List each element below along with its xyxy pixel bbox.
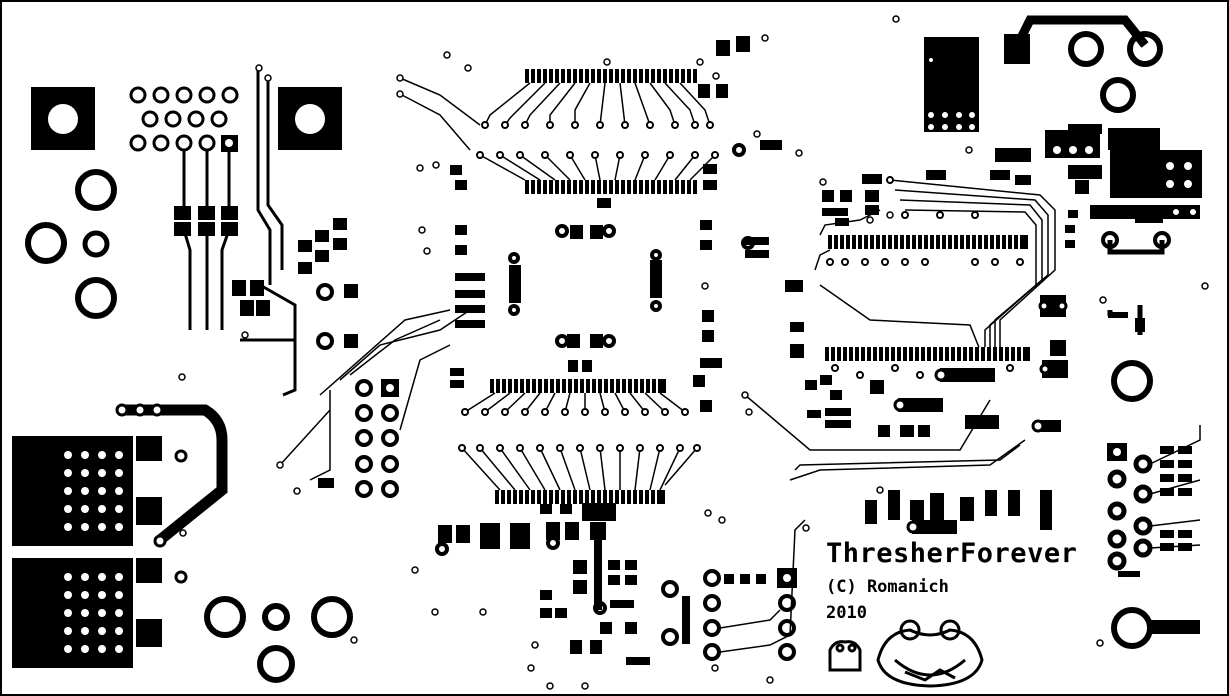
left-upper-connector <box>25 86 342 319</box>
ic-top-lower <box>476 151 719 194</box>
mid-lower-pads <box>435 143 755 646</box>
ic-mid-upper <box>461 379 689 416</box>
center-left-header <box>279 77 481 498</box>
ic-right-upper <box>814 176 1056 351</box>
network-jacks <box>12 403 353 683</box>
frog-logo <box>828 619 984 688</box>
left-smd-pads <box>174 206 358 348</box>
mid-ic-passives <box>318 360 712 665</box>
vias <box>178 15 1209 690</box>
ic-mid-lower <box>458 444 701 504</box>
right-side-components <box>1107 305 1201 649</box>
top-ic-passives <box>450 36 782 368</box>
bottom-center-header <box>703 394 1026 661</box>
left-traces <box>182 65 297 397</box>
ic-right-lower <box>825 347 1030 379</box>
right-center-ring-pads <box>893 300 1068 534</box>
right-center-passives <box>785 148 1078 534</box>
silkscreen-title: ThresherForever <box>826 538 1078 569</box>
top-right-components <box>924 15 1202 255</box>
silkscreen-year: 2010 <box>826 603 867 623</box>
silkscreen-author: (C) Romanich <box>826 577 949 597</box>
ic-top-upper <box>481 69 714 129</box>
